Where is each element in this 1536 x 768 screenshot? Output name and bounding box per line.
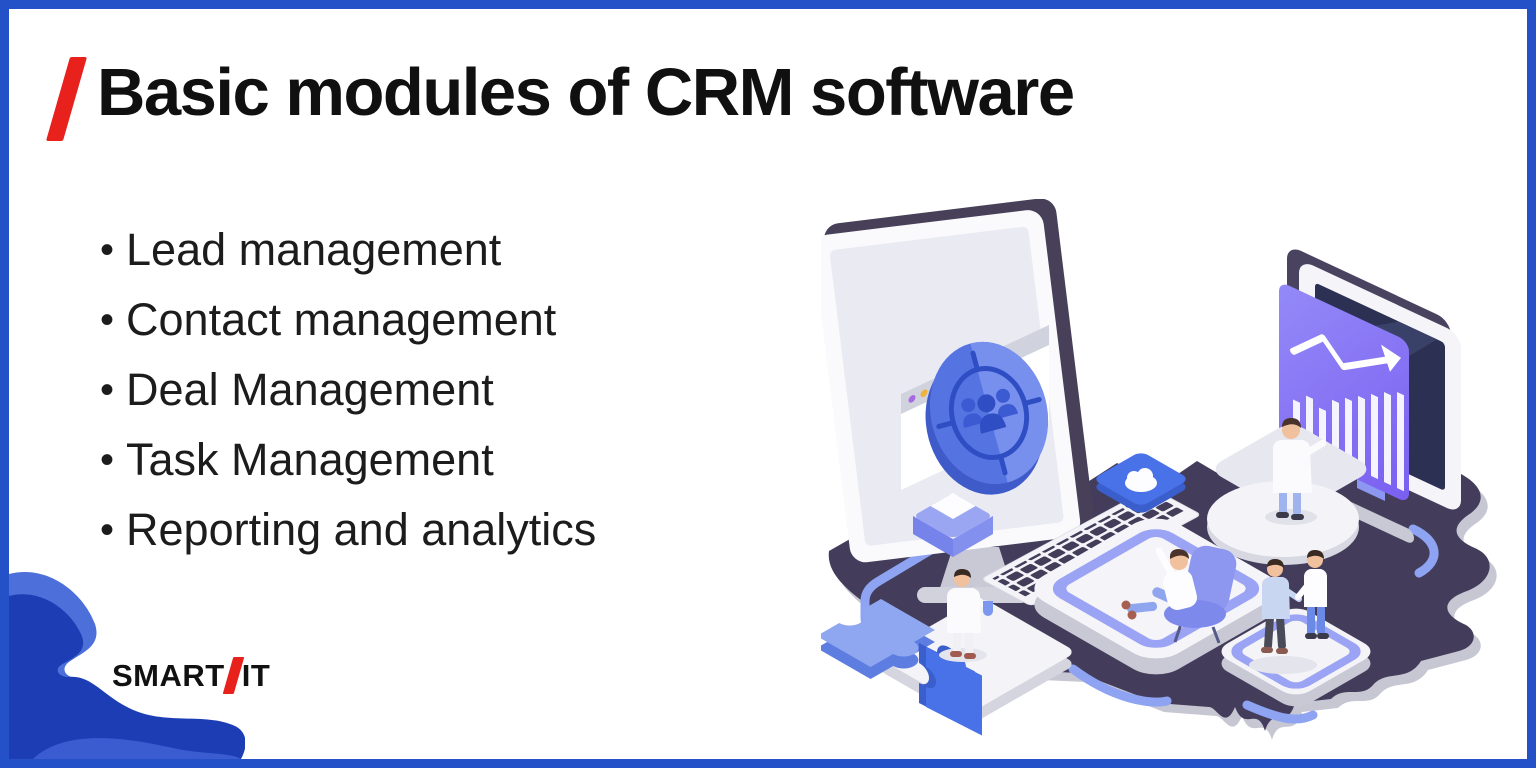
phone-top <box>1221 608 1371 695</box>
puzzle-piece-standing <box>926 647 982 736</box>
browser-dot-icon <box>908 395 916 403</box>
printer-side-right <box>953 516 993 557</box>
corner-blob-decoration <box>9 571 245 759</box>
puzzle-piece-flat <box>821 599 935 667</box>
printer-box <box>913 493 993 557</box>
deal-platform <box>1221 550 1371 707</box>
bullet-marker: • <box>100 437 115 482</box>
person-with-puzzle <box>939 569 993 662</box>
bullet-marker: • <box>100 507 115 552</box>
integration-platform <box>821 569 1072 736</box>
blob-highlight <box>9 571 97 686</box>
printer-side-left <box>913 516 953 557</box>
group-people-icon <box>961 388 1019 434</box>
puzzle-piece-held <box>983 601 993 616</box>
bullet-text: Lead management <box>126 224 502 275</box>
red-slash-icon <box>45 57 88 141</box>
target-audience-icon <box>925 341 1049 495</box>
bullet-marker: • <box>100 297 115 342</box>
page-title: Basic modules of CRM software <box>97 55 1075 130</box>
bullet-item: • Contact management <box>100 285 596 355</box>
cloud-icon <box>1125 468 1157 492</box>
browser-dot-icon <box>920 389 928 398</box>
blob-wave <box>33 738 241 759</box>
logo-part1: SMART <box>112 657 225 693</box>
target-ticks <box>936 350 1042 476</box>
person-seated <box>1121 545 1237 644</box>
tablet-workstation <box>1034 518 1278 675</box>
bullet-item: • Deal Management <box>100 355 596 425</box>
people-handshake <box>1249 550 1329 674</box>
pipe-right <box>1408 524 1439 578</box>
title-row: Basic modules of CRM software <box>45 49 1075 141</box>
logo-part2: IT <box>241 657 271 693</box>
bullet-item: • Lead management <box>100 215 596 285</box>
bullet-marker: • <box>100 227 115 272</box>
bullet-item: • Reporting and analytics <box>100 495 596 565</box>
bullet-marker: • <box>100 367 115 412</box>
smartit-logo: SMART IT <box>112 657 270 694</box>
bullet-text: Reporting and analytics <box>126 504 597 555</box>
bullet-item: • Task Management <box>100 425 596 495</box>
pipe-center-left <box>1068 664 1172 707</box>
presenter-platform <box>1207 418 1367 565</box>
cloud-tile <box>1096 453 1186 513</box>
bullet-list: • Lead management • Contact management •… <box>100 215 596 565</box>
pipe-center-right <box>1242 700 1318 724</box>
printer-paper <box>930 493 976 519</box>
bullet-text: Task Management <box>126 434 494 485</box>
person-presenter <box>1265 418 1327 525</box>
keyboard-keys <box>992 492 1184 597</box>
bullet-text: Deal Management <box>126 364 494 415</box>
growth-arrowhead-icon <box>1381 344 1401 372</box>
bullet-text: Contact management <box>126 294 557 345</box>
crm-isometric-illustration <box>821 199 1497 740</box>
growth-arrow-icon <box>1290 334 1394 371</box>
